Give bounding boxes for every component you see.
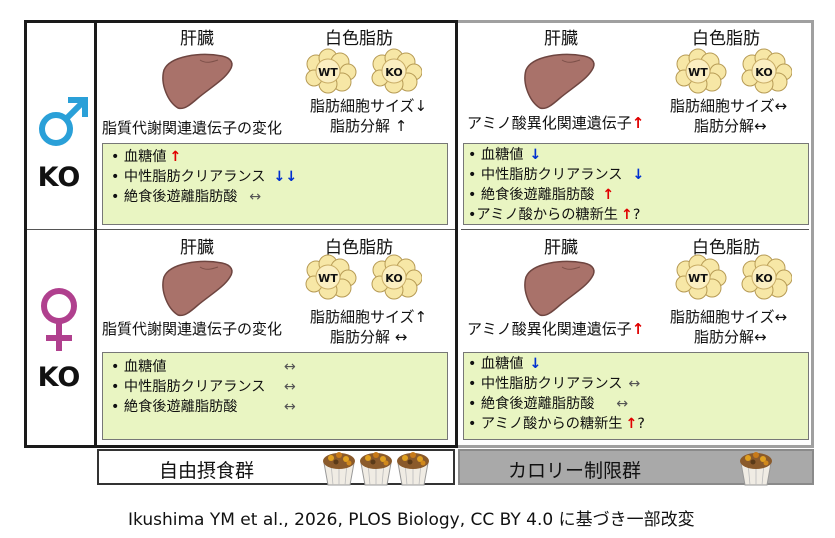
sex-column (24, 20, 94, 448)
wt-label: WT (318, 66, 338, 79)
list-item: • 絶食後遊離脂肪酸↑ (468, 187, 615, 203)
up-arrow-icon: ↑ (620, 207, 633, 223)
free-feeding-label: 自由摂食群 (159, 460, 255, 482)
ko-label: KO (755, 272, 772, 285)
up-arrow-icon: ↑ (169, 149, 182, 165)
fat-cells-icon: WT KO (675, 254, 792, 300)
lipolysis-text: 脂肪分解↔ (694, 117, 767, 135)
list-item: • 絶食後遊離脂肪酸↔ (468, 396, 629, 412)
ko-label: KO (385, 66, 402, 79)
list-item: • 中性脂肪クリアランス↔ (468, 376, 641, 392)
phenotype-box: • 血糖値↓ • 中性脂肪クリアランス↓ • 絶食後遊離脂肪酸↑ •アミノ酸から… (463, 143, 809, 225)
list-item: •アミノ酸からの糖新生↑? (468, 207, 641, 223)
citation-credit: Ikushima YM et al., 2026, PLOS Biology, … (128, 510, 695, 530)
list-item: • 血糖値↔ (111, 359, 296, 375)
up-arrow-icon: ↑ (602, 187, 615, 203)
liver-icon (524, 260, 595, 317)
liver-title: 肝臓 (180, 238, 214, 258)
fat-cell-size-text: 脂肪細胞サイズ↔ (670, 308, 788, 326)
fat-cells-icon: WT KO (675, 48, 792, 94)
neutral-arrow-icon: ↔ (249, 189, 262, 205)
lipolysis-text: 脂肪分解 ↔ (330, 328, 408, 346)
neutral-arrow-icon: ↔ (284, 359, 296, 375)
list-item: • 血糖値↓ (468, 356, 542, 372)
liver-title: 肝臓 (544, 238, 578, 258)
food-icon (322, 451, 356, 486)
list-item: • 中性脂肪クリアランス↓↓ (111, 169, 298, 185)
lipolysis-text: 脂肪分解↔ (694, 328, 767, 346)
neutral-arrow-icon: ↔ (284, 379, 296, 395)
ko-label: KO (755, 66, 772, 79)
calorie-restriction-label: カロリー制限群 (508, 460, 642, 482)
wt-label: WT (318, 272, 338, 285)
male-symbol-icon (39, 97, 88, 146)
liver-change-text: アミノ酸異化関連遺伝子↑ (467, 114, 645, 132)
list-item: • 中性脂肪クリアランス↔ (111, 379, 296, 395)
list-item: • 血糖値↑ (111, 149, 182, 165)
liver-icon (524, 53, 595, 110)
down-arrow-icon: ↓ (632, 167, 645, 183)
up-arrow-icon: ↑ (631, 114, 645, 132)
list-item: • アミノ酸からの糖新生↑? (468, 416, 645, 432)
fat-cell-size-text: 脂肪細胞サイズ↔ (670, 97, 788, 115)
fat-cells-icon: WT KO (305, 48, 422, 94)
liver-icon (162, 53, 233, 110)
row-divider (97, 229, 455, 230)
list-item: • 血糖値↓ (468, 147, 542, 163)
ko-label: KO (385, 272, 402, 285)
calorie-restriction-group-label: カロリー制限群 (458, 449, 814, 486)
free-feeding-group-label: 自由摂食群 (97, 449, 455, 486)
wt-label: WT (688, 272, 708, 285)
down-arrow-icon: ↓↓ (273, 169, 298, 185)
lipolysis-text: 脂肪分解 ↑ (330, 117, 408, 135)
liver-change-text: 脂質代謝関連遺伝子の変化 (102, 320, 283, 338)
white-fat-title: 白色脂肪 (692, 238, 760, 258)
food-icon (739, 451, 773, 486)
food-icon (396, 451, 430, 486)
wt-label: WT (688, 66, 708, 79)
fat-cells-icon: WT KO (305, 254, 422, 300)
white-fat-title: 白色脂肪 (692, 29, 760, 49)
male-ko-label: KO (37, 162, 81, 193)
down-arrow-icon: ↓ (529, 147, 542, 163)
liver-title: 肝臓 (544, 29, 578, 49)
neutral-arrow-icon: ↔ (284, 399, 296, 415)
white-fat-title: 白色脂肪 (325, 238, 393, 258)
fat-cell-size-text: 脂肪細胞サイズ↑ (310, 308, 428, 326)
neutral-arrow-icon: ↔ (616, 396, 629, 412)
list-item: • 絶食後遊離脂肪酸↔ (111, 399, 296, 415)
female-ko-label: KO (37, 362, 81, 393)
food-icon (359, 451, 393, 486)
list-item: • 絶食後遊離脂肪酸↔ (111, 189, 262, 205)
phenotype-box: • 血糖値↓ • 中性脂肪クリアランス↔ • 絶食後遊離脂肪酸↔ • アミノ酸か… (463, 352, 809, 440)
liver-title: 肝臓 (180, 29, 214, 49)
row-divider (461, 229, 809, 230)
liver-change-text: アミノ酸異化関連遺伝子↑ (467, 320, 645, 338)
phenotype-box: • 血糖値↑ • 中性脂肪クリアランス↓↓ • 絶食後遊離脂肪酸↔ (102, 143, 448, 225)
fat-cell-size-text: 脂肪細胞サイズ↓ (310, 97, 428, 115)
list-item: • 中性脂肪クリアランス↓ (468, 167, 645, 183)
liver-icon (162, 260, 233, 317)
phenotype-box: • 血糖値↔ • 中性脂肪クリアランス↔ • 絶食後遊離脂肪酸↔ (102, 352, 448, 440)
up-arrow-icon: ↑ (631, 320, 645, 338)
neutral-arrow-icon: ↔ (628, 376, 641, 392)
liver-change-text: 脂質代謝関連遺伝子の変化 (102, 119, 283, 137)
down-arrow-icon: ↓ (529, 356, 542, 372)
female-symbol-icon (41, 288, 77, 351)
white-fat-title: 白色脂肪 (325, 29, 393, 49)
up-arrow-icon: ↑ (625, 416, 638, 432)
row-divider (27, 229, 94, 230)
